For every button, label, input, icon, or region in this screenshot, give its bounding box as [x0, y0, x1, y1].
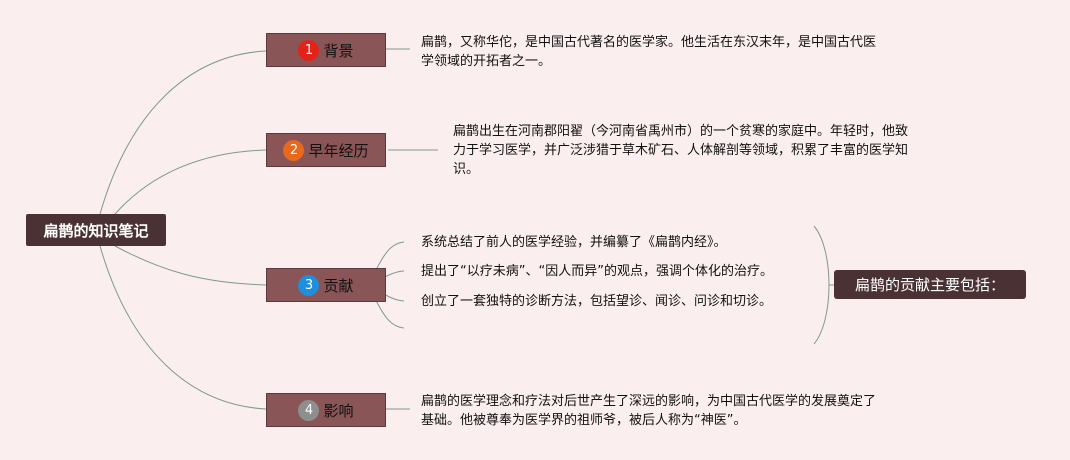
branch-label: 影响: [323, 401, 354, 420]
branch-node-early-life[interactable]: 2 早年经历: [266, 133, 386, 167]
connector-root-branch-1: [99, 50, 267, 215]
text-line: 学领域的开拓者之一。: [421, 54, 552, 69]
branch-node-influence[interactable]: 4 影响: [266, 393, 386, 427]
contribution-item: 创立了一套独特的诊断方法，包括望诊、闻诊、问诊和切诊。: [421, 294, 773, 309]
influence-text: 扁鹊的医学理念和疗法对后世产生了深远的影响，为中国古代医学的发展奠定了 基础。他…: [421, 392, 876, 430]
text-line: 识。: [453, 162, 480, 177]
connector-root-branch-2: [114, 149, 267, 215]
root-label: 扁鹊的知识笔记: [43, 221, 149, 240]
text-line: 扁鹊出生在河南郡阳翟（今河南省禹州市）的一个贫寒的家庭中。年轻时，他致: [453, 124, 909, 139]
text-line: 基础。他被尊奉为医学界的祖师爷，被后人称为“神医”。: [421, 413, 747, 428]
text-line: 扁鹊，又称华佗，是中国古代著名的医学家。他生活在东汉末年，是中国古代医: [421, 35, 877, 50]
background-text: 扁鹊，又称华佗，是中国古代著名的医学家。他生活在东汉末年，是中国古代医 学领域的…: [421, 33, 876, 71]
number-badge: 2: [283, 139, 305, 161]
text-line: 力于学习医学，并广泛涉猎于草木矿石、人体解剖等领域，积累了丰富的医学知: [453, 143, 909, 158]
connector-root-branch-3: [114, 245, 267, 286]
summary-node[interactable]: 扁鹊的贡献主要包括：: [834, 270, 1026, 299]
number-badge: 4: [298, 399, 320, 421]
root-node[interactable]: 扁鹊的知识笔记: [26, 214, 166, 246]
contribution-item: 系统总结了前人的医学经验，并编纂了《扁鹊内经》。: [421, 235, 727, 250]
contribution-item: 提出了“以疗未病”、“因人而异”的观点，强调个体化的治疗。: [421, 264, 773, 279]
branch-label: 背景: [323, 41, 354, 60]
number-badge: 1: [298, 39, 320, 61]
early-life-text: 扁鹊出生在河南郡阳翟（今河南省禹州市）的一个贫寒的家庭中。年轻时，他致 力于学习…: [453, 122, 908, 179]
branch-node-contributions[interactable]: 3 贡献: [266, 268, 386, 302]
connector-root-branch-4: [99, 245, 267, 410]
branch-label: 贡献: [323, 276, 354, 295]
summary-label: 扁鹊的贡献主要包括：: [854, 276, 1005, 294]
branch-label: 早年经历: [308, 141, 369, 160]
text-line: 扁鹊的医学理念和疗法对后世产生了深远的影响，为中国古代医学的发展奠定了: [421, 394, 877, 409]
branch-node-background[interactable]: 1 背景: [266, 33, 386, 67]
summary-brace: [813, 225, 830, 345]
number-badge: 3: [298, 274, 320, 296]
